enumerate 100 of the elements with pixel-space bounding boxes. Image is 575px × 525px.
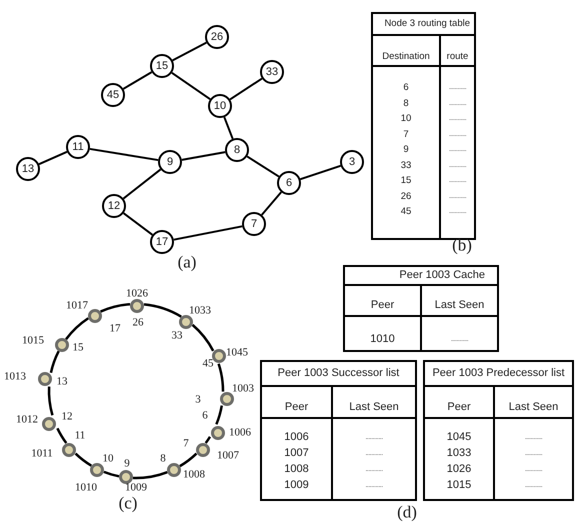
ring-link [74, 452, 92, 467]
graph-node: 45 [101, 83, 125, 107]
ring-link [204, 436, 212, 444]
table-cell: 1033 [446, 448, 472, 458]
column-header: Destination [382, 52, 430, 61]
peer-id-label: 1009 [125, 482, 147, 494]
peer-id-label: 1003 [232, 384, 254, 394]
peer-id-label: 1033 [189, 306, 211, 316]
table-cell: 15 [400, 176, 412, 186]
graph-node: 6 [277, 171, 301, 195]
column-header: Last Seen [349, 402, 399, 413]
table-cell: 8 [403, 98, 409, 108]
data-table [423, 360, 574, 501]
table-cell: 9 [403, 145, 409, 154]
peer-id-label: 9 [124, 458, 130, 470]
peer-id-label: 1010 [75, 482, 97, 494]
table-cell: 1010 [370, 334, 395, 345]
peer-id-label: 1007 [217, 450, 239, 462]
ring-link [56, 428, 68, 444]
ring-link [100, 302, 130, 313]
ring-link [48, 386, 54, 416]
panel-caption: (c) [118, 494, 138, 512]
table-title: Peer 1003 Cache [399, 270, 485, 281]
table-cell: 1026 [446, 464, 472, 474]
column-header: Peer [284, 402, 308, 413]
graph-node: 13 [16, 157, 40, 181]
column-header: route [446, 52, 468, 61]
link-line [122, 71, 152, 90]
data-table [260, 360, 417, 501]
panel-caption: (d) [397, 504, 417, 520]
peer-id-label: 26 [132, 318, 144, 328]
ring-link [215, 405, 223, 425]
table-cell: 10 [400, 114, 412, 124]
peer-node [179, 315, 193, 329]
link-line [171, 72, 211, 100]
link-line [90, 148, 158, 162]
table-cell: 1008 [284, 464, 309, 474]
peer-node [62, 443, 76, 457]
panel-caption: (a) [178, 254, 196, 270]
peer-node [220, 392, 234, 406]
peer-id-label: 1012 [16, 414, 38, 426]
link-line [300, 164, 341, 180]
link-line [182, 151, 226, 161]
table-title: Node 3 routing table [384, 19, 470, 29]
column-header: Peer [370, 300, 394, 311]
peer-id-label: 11 [74, 430, 86, 442]
peer-id-label: 1013 [4, 372, 26, 382]
peer-node [38, 372, 52, 386]
peer-id-label: 7 [183, 438, 189, 450]
table-cell: 1006 [284, 432, 309, 442]
peer-id-label: 45 [202, 358, 214, 370]
table-cell: 33 [400, 160, 412, 170]
ring-link [217, 363, 224, 392]
table-cell: 1009 [284, 480, 309, 490]
table-title: Peer 1003 Predecessor list [432, 368, 565, 379]
graph-node: 9 [158, 150, 182, 174]
peer-id-label: 33 [172, 330, 182, 342]
peer-id-label: 1026 [126, 288, 148, 300]
table-cell: 7 [403, 130, 409, 139]
ring-link [144, 303, 182, 318]
peer-node [119, 470, 133, 484]
column-header: Last Seen [508, 402, 558, 413]
link-line [122, 168, 162, 200]
peer-node [90, 463, 104, 477]
ring-link [103, 470, 120, 478]
link-line [261, 191, 282, 216]
graph-node: 10 [208, 94, 232, 118]
peer-id-label: 1015 [22, 336, 44, 346]
table-cell: 45 [400, 207, 412, 216]
table-cell: 26 [400, 192, 412, 201]
peer-node [130, 299, 144, 313]
peer-id-label: 10 [102, 454, 114, 464]
graph-node: 33 [260, 60, 284, 84]
link-line [223, 116, 234, 140]
peer-id-label: 1017 [66, 300, 88, 312]
peer-id-label: 13 [56, 376, 68, 388]
ring-link [192, 324, 214, 352]
table-cell: 1015 [446, 480, 472, 490]
link-line [172, 42, 207, 62]
table-cell: 1007 [284, 448, 309, 458]
peer-node [167, 463, 181, 477]
peer-id-label: 1008 [183, 470, 205, 480]
peer-node [196, 443, 210, 457]
link-line [246, 156, 280, 178]
link-line [38, 150, 68, 166]
table-cell: 1045 [446, 432, 472, 442]
ring-link [50, 350, 60, 374]
peer-node [55, 338, 69, 352]
peer-id-label: 17 [110, 324, 120, 334]
panel-caption: (b) [452, 236, 472, 254]
data-table [343, 265, 499, 352]
graph-node: 17 [150, 230, 174, 254]
graph-node: 11 [66, 135, 90, 159]
graph-node: 3 [340, 150, 364, 174]
link-line [174, 225, 242, 241]
peer-id-label: 15 [72, 342, 84, 354]
peer-node [212, 349, 226, 363]
peer-id-label: 1011 [31, 448, 53, 460]
peer-node [42, 417, 56, 431]
graph-node: 7 [242, 212, 266, 236]
